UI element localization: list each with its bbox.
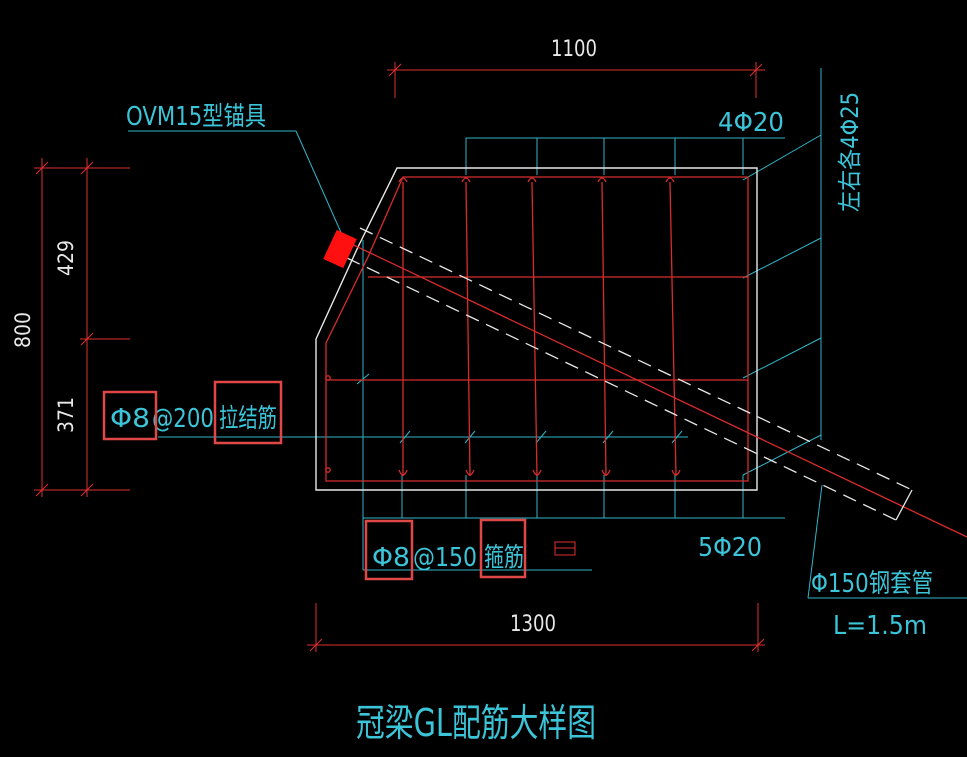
prestress-tendon bbox=[342, 227, 967, 538]
stirrup-spacing-label: @150 bbox=[413, 543, 477, 573]
tie-spacing-label: @200 bbox=[152, 404, 214, 434]
dim-800-text: 800 bbox=[11, 312, 35, 348]
drawing-title: 冠梁GL配筋大样图 bbox=[356, 701, 596, 745]
side-rebar-label: 左右各4Φ25 bbox=[836, 92, 864, 212]
highlight-tie-name bbox=[213, 380, 283, 445]
highlight-stirrup-name bbox=[479, 518, 527, 579]
tie-name-label: 拉结筋 bbox=[219, 404, 277, 434]
sleeve-length-label: L=1.5m bbox=[833, 611, 927, 641]
dimension-left-heights: 800 429 371 bbox=[11, 158, 130, 497]
stirrup-spec-label: Φ8 bbox=[372, 543, 410, 573]
dimension-bottom-1300: 1300 bbox=[307, 603, 765, 652]
tie-spec-label: Φ8 bbox=[110, 404, 150, 434]
top-rebar-label: 4Φ20 bbox=[718, 108, 784, 138]
highlight-boxes bbox=[102, 380, 527, 581]
highlight-tie-spec bbox=[102, 390, 158, 441]
bottom-rebar-label: 5Φ20 bbox=[698, 533, 762, 563]
highlight-stirrup-spec bbox=[364, 519, 414, 581]
dimension-top-1100: 1100 bbox=[387, 37, 765, 98]
anchor-block-icon bbox=[323, 229, 357, 269]
leader-lines bbox=[128, 68, 967, 599]
anchor-label: OVM15型锚具 bbox=[126, 102, 266, 132]
dim-top-text: 1100 bbox=[551, 37, 597, 62]
dim-bottom-text: 1300 bbox=[510, 612, 556, 637]
dim-429-text: 429 bbox=[54, 240, 78, 276]
dim-371-text: 371 bbox=[54, 397, 78, 433]
stirrup-name-label: 箍筋 bbox=[484, 543, 524, 573]
sleeve-label: Φ150钢套管 bbox=[811, 569, 933, 599]
stirrup-cage bbox=[325, 176, 749, 482]
